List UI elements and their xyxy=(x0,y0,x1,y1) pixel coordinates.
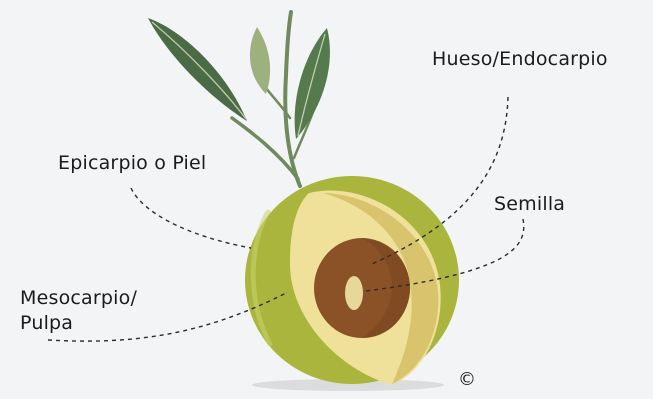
label-semilla: Semilla xyxy=(494,192,565,217)
seed xyxy=(345,276,363,310)
label-mesocarpio: Mesocarpio/ Pulpa xyxy=(20,286,137,336)
leaf-right xyxy=(295,28,330,139)
label-hueso-endocarpio: Hueso/Endocarpio xyxy=(432,47,608,72)
leaf-mid xyxy=(250,27,270,94)
label-epicarpio: Epicarpio o Piel xyxy=(58,151,206,176)
leader-epicarpio xyxy=(131,188,251,248)
label-mesocarpio-line2: Pulpa xyxy=(20,311,137,336)
label-mesocarpio-line1: Mesocarpio/ xyxy=(20,286,137,311)
leaf-left xyxy=(148,18,247,121)
copyright-mark: © xyxy=(458,370,476,390)
